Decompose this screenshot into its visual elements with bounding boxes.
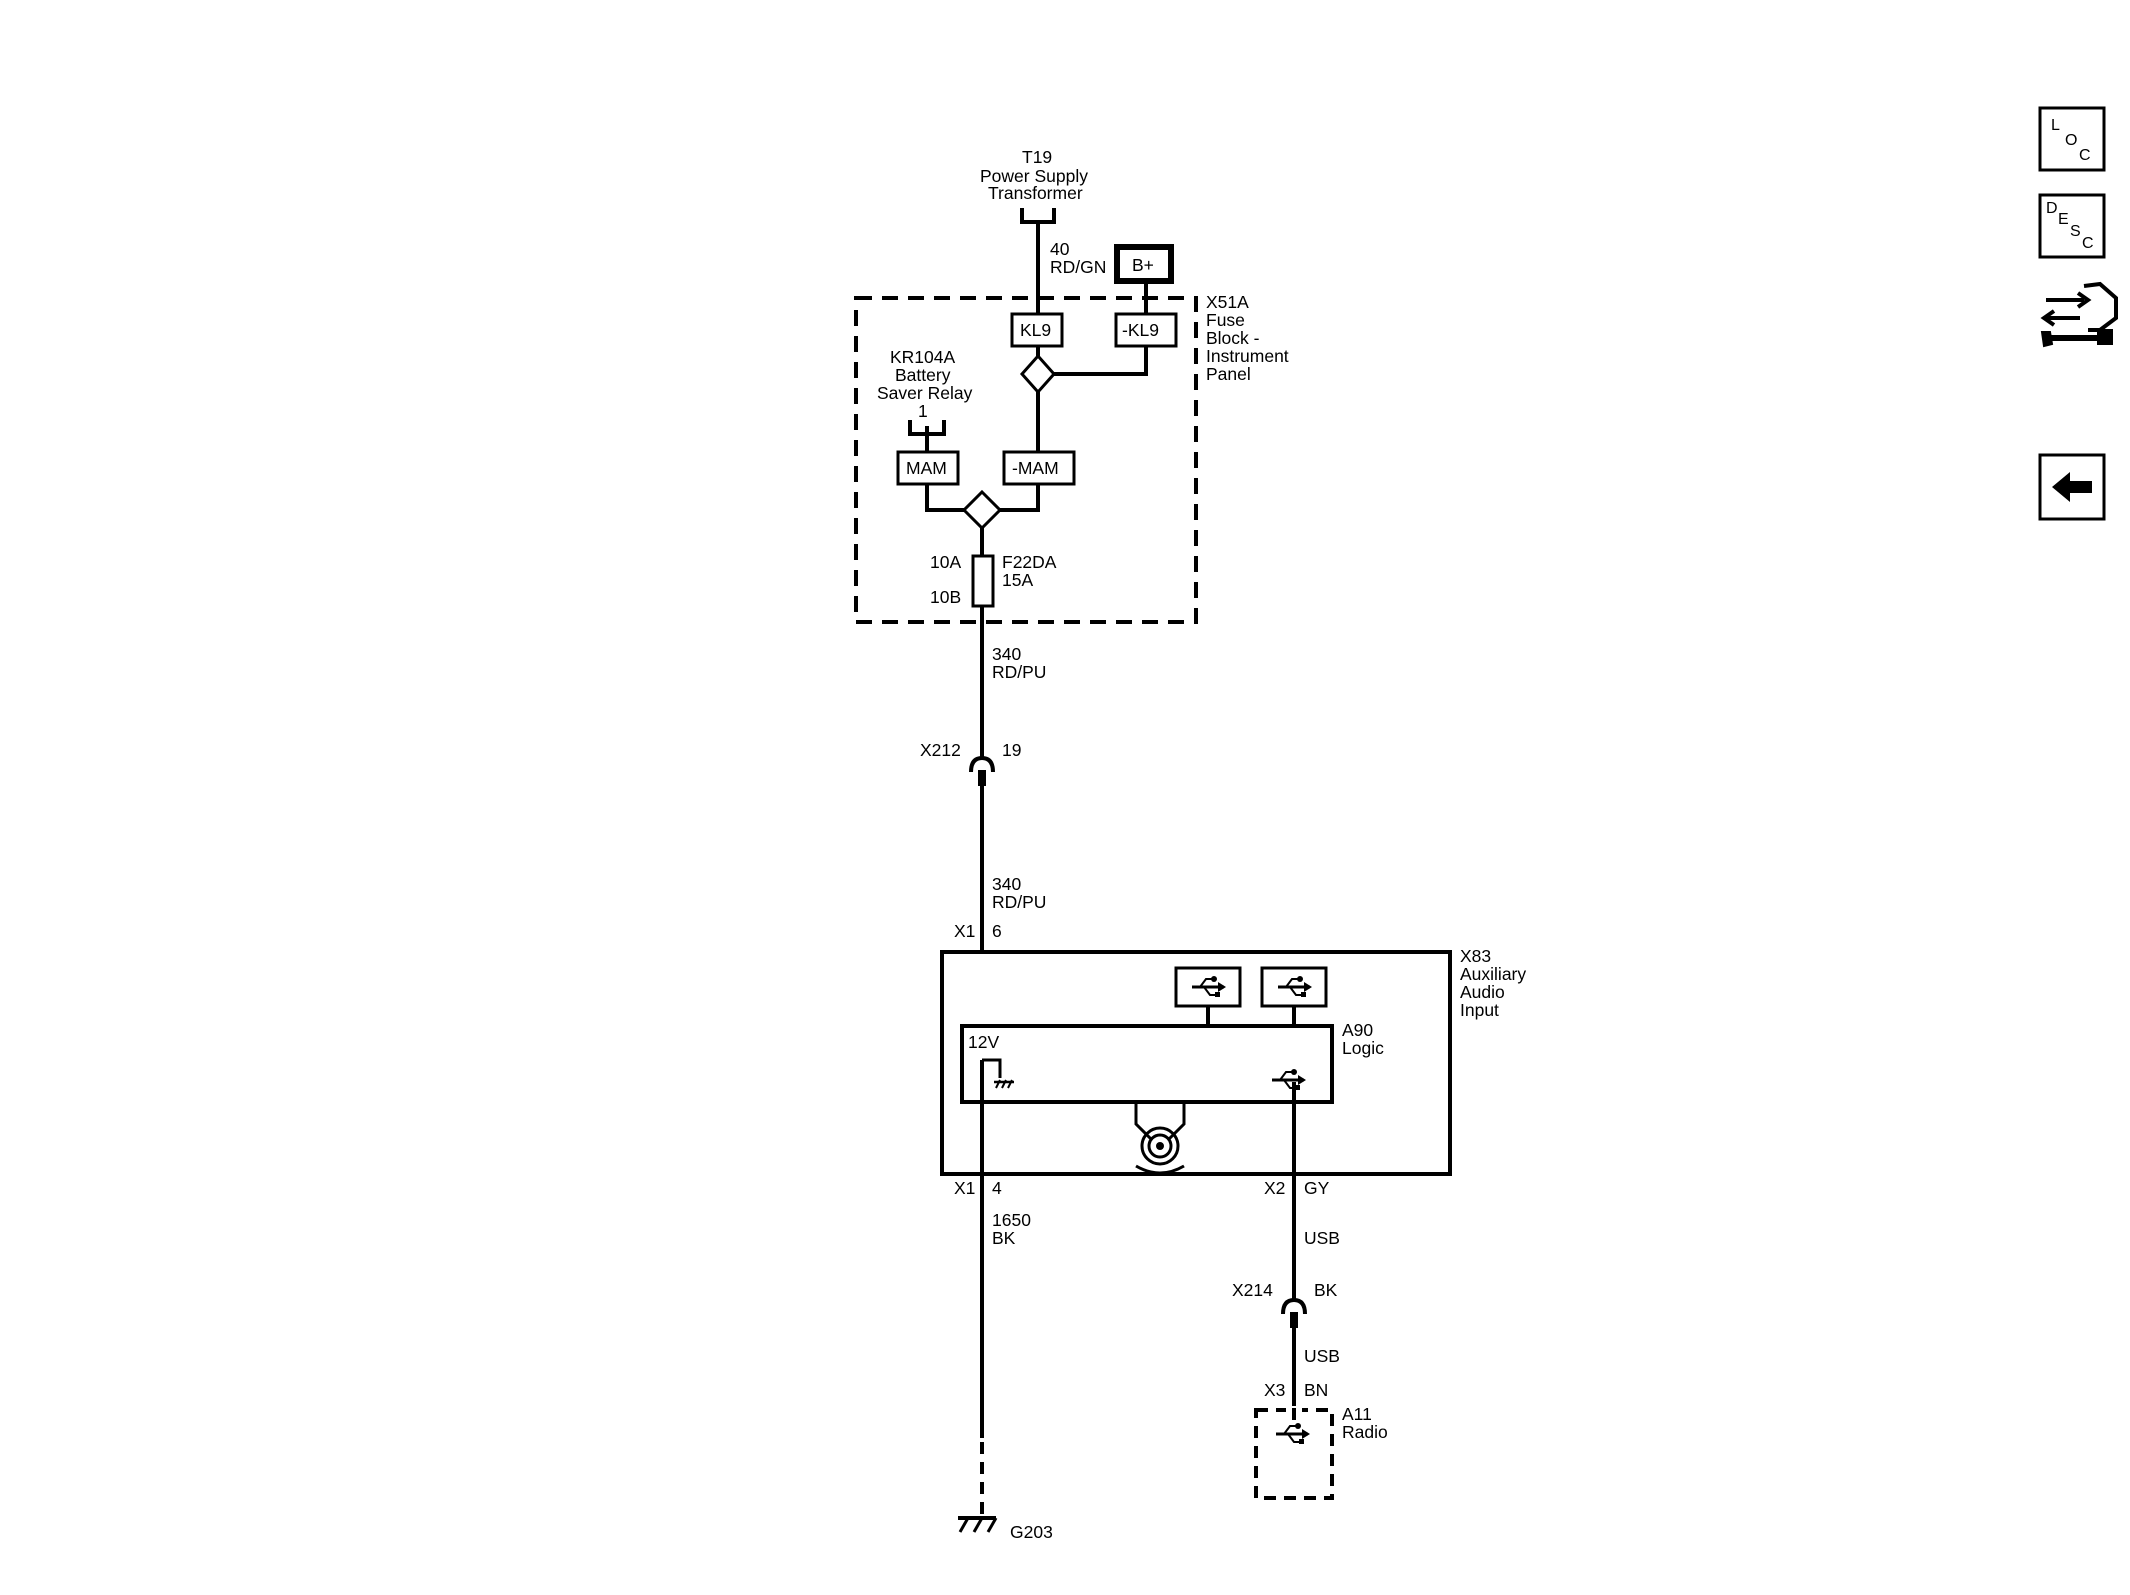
fuse-id: F22DA xyxy=(1002,552,1057,572)
loc-letter-c: C xyxy=(2079,147,2091,164)
x1-top-pin: 6 xyxy=(992,921,1002,941)
mam-wire xyxy=(925,484,966,512)
kl9-neg-wire xyxy=(1054,346,1148,376)
mam-box xyxy=(896,450,960,486)
x1-top-conn: X1 xyxy=(954,921,975,941)
a11-line1: Radio xyxy=(1342,1422,1388,1442)
a11-id: A11 xyxy=(1342,1404,1372,1424)
usb-port-1 xyxy=(1174,966,1242,1008)
kr104a-line2: Saver Relay xyxy=(877,383,973,403)
battery-positive-symbol: B+ xyxy=(1114,244,1174,284)
t19-terminal xyxy=(1020,208,1056,224)
x212-id: X212 xyxy=(920,740,961,760)
a90-12v: 12V xyxy=(968,1032,999,1052)
fuse-f22da xyxy=(971,554,995,608)
mam-neg-label: -MAM xyxy=(1012,458,1059,478)
g203-label: G203 xyxy=(1010,1522,1053,1542)
fuse-rating: 15A xyxy=(1002,570,1033,590)
x83-line3: Input xyxy=(1460,1000,1499,1020)
ground-symbol-internal xyxy=(982,1058,1014,1089)
x51a-line3: Instrument xyxy=(1206,346,1289,366)
audio-jack-icon xyxy=(1134,1102,1186,1175)
ground-g203-icon xyxy=(958,1516,998,1533)
loc-button[interactable]: L O C xyxy=(2038,106,2106,172)
x214-connector-pin xyxy=(1290,1312,1298,1328)
x214-pin: BK xyxy=(1314,1280,1338,1300)
x214-id: X214 xyxy=(1232,1280,1273,1300)
x3-pin: BN xyxy=(1304,1380,1328,1400)
wire-340-a-num: 340 xyxy=(992,644,1021,664)
x51a-id: X51A xyxy=(1206,292,1249,312)
x2-pin: GY xyxy=(1304,1178,1330,1198)
a90-id: A90 xyxy=(1342,1020,1373,1040)
x51a-fuse-block-boundary xyxy=(854,296,1198,624)
x214-connector xyxy=(1281,1297,1307,1315)
desc-letter-c: C xyxy=(2082,235,2094,252)
kr104a-pin: 1 xyxy=(918,401,928,421)
bplus-label: B+ xyxy=(1132,255,1154,275)
splice-diamond-upper xyxy=(1019,353,1057,395)
desc-letter-d: D xyxy=(2046,200,2058,217)
kl9-neg-box xyxy=(1114,312,1178,348)
mam-neg-wire xyxy=(998,484,1040,512)
x83-module xyxy=(940,950,1452,1176)
desc-letter-s: S xyxy=(2070,223,2081,240)
loc-letter-l: L xyxy=(2051,117,2060,134)
mam-label: MAM xyxy=(906,458,947,478)
kl9-label: KL9 xyxy=(1020,320,1051,340)
x83-line1: Auxiliary xyxy=(1460,964,1526,984)
x83-id: X83 xyxy=(1460,946,1491,966)
wire-usb-a-label: USB xyxy=(1304,1228,1340,1248)
wire-340-b-color: RD/PU xyxy=(992,892,1046,912)
a90-line1: Logic xyxy=(1342,1038,1384,1058)
wire-40-color: RD/GN xyxy=(1050,257,1106,277)
x212-connector-pin xyxy=(978,770,986,786)
loc-letter-o: O xyxy=(2065,132,2077,149)
desc-button[interactable]: D E S C xyxy=(2038,193,2106,259)
x2-conn: X2 xyxy=(1264,1178,1285,1198)
wire-1650-color: BK xyxy=(992,1228,1016,1248)
back-button[interactable] xyxy=(2038,453,2106,521)
usb-icon xyxy=(1276,1423,1310,1444)
x51a-line1: Fuse xyxy=(1206,310,1245,330)
x212-pin: 19 xyxy=(1002,740,1021,760)
x212-connector xyxy=(969,755,995,773)
x51a-line4: Panel xyxy=(1206,364,1251,384)
back-arrow-icon xyxy=(2052,472,2092,502)
wire-340-b-num: 340 xyxy=(992,874,1021,894)
x51a-line2: Block - xyxy=(1206,328,1260,348)
usb-icon xyxy=(1278,976,1312,997)
splice-diamond-lower xyxy=(961,489,1003,531)
wire-340-a-color: RD/PU xyxy=(992,662,1046,682)
connector-repair-icon[interactable] xyxy=(2040,281,2118,348)
kr104a-line1: Battery xyxy=(895,365,951,385)
x83-line2: Audio xyxy=(1460,982,1505,1002)
usb-icon xyxy=(1272,1069,1306,1090)
fuse-pin-b: 10B xyxy=(930,587,961,607)
wire-40-num: 40 xyxy=(1050,239,1070,259)
kl9-neg-label: -KL9 xyxy=(1122,320,1159,340)
a90-logic xyxy=(960,1024,1334,1104)
usb-icon xyxy=(1192,976,1226,997)
usb-port-2 xyxy=(1260,966,1328,1008)
t19-line1: Power Supply xyxy=(980,166,1088,186)
a11-radio-boundary xyxy=(1254,1408,1334,1500)
x1-bot-pin: 4 xyxy=(992,1178,1002,1198)
desc-letter-e: E xyxy=(2058,211,2069,228)
x1-bot-conn: X1 xyxy=(954,1178,975,1198)
fuse-pin-a: 10A xyxy=(930,552,961,572)
wire-1650-num: 1650 xyxy=(992,1210,1031,1230)
t19-id: T19 xyxy=(1022,147,1052,167)
kr104a-id: KR104A xyxy=(890,347,956,367)
wire-usb-b-label: USB xyxy=(1304,1346,1340,1366)
t19-line2: Transformer xyxy=(988,183,1083,203)
x3-conn: X3 xyxy=(1264,1380,1285,1400)
